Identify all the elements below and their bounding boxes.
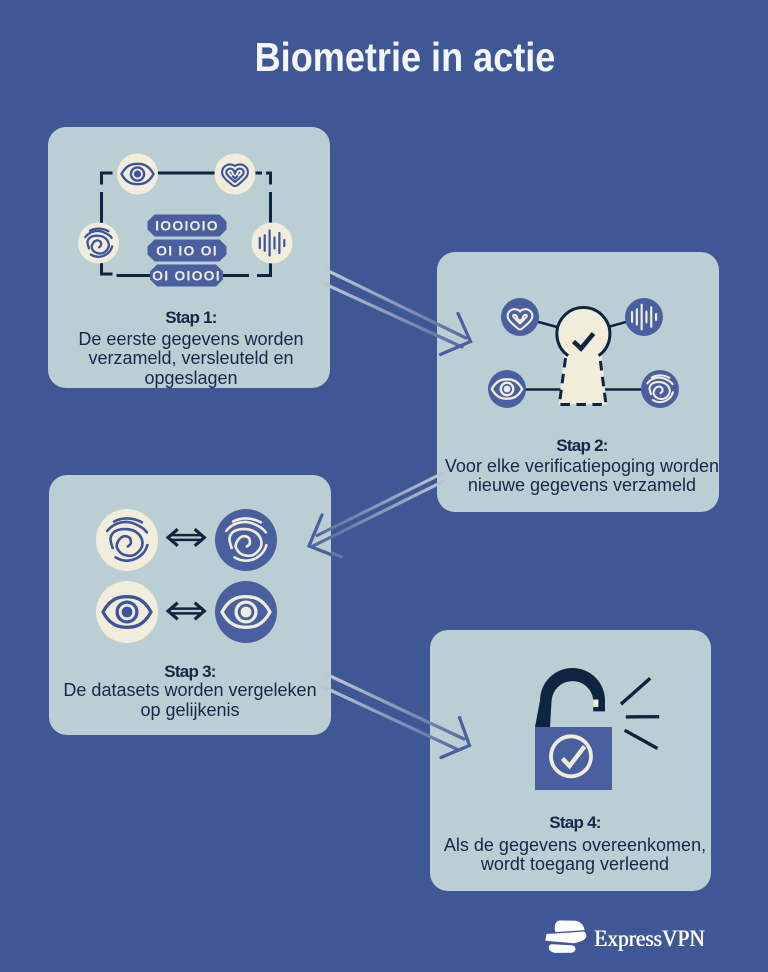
- svg-text:IOOIOIO: IOOIOIO: [155, 218, 219, 234]
- svg-text:OI IO OI: OI IO OI: [156, 243, 218, 259]
- svg-text:OI OIOOI: OI OIOOI: [152, 268, 221, 284]
